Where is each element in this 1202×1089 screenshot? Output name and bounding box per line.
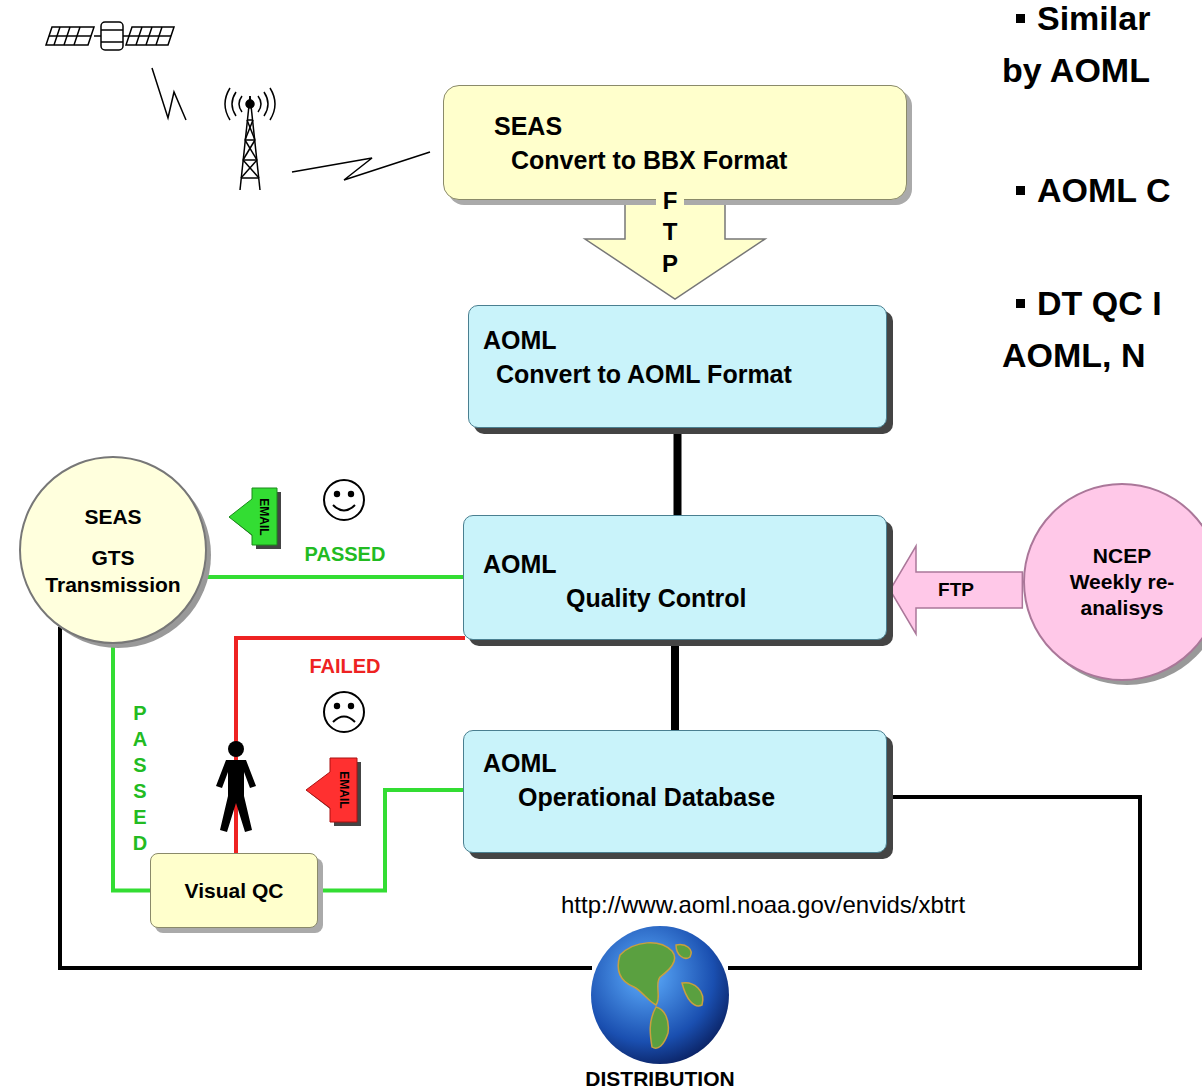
process-box: SEASConvert to BBX Format	[443, 85, 907, 200]
node-body: Quality Control	[566, 582, 886, 614]
node-body: Convert to AOML Format	[496, 358, 886, 390]
email-label: EMAIL	[337, 771, 351, 808]
bullet-note: DT QC I AOML, N	[1002, 277, 1192, 381]
edge-label: FTP	[936, 579, 976, 601]
email-arrow-green	[229, 488, 281, 549]
node-heading: AOML	[483, 548, 886, 580]
connector-line	[236, 638, 463, 853]
node-body: Convert to BBX Format	[511, 144, 906, 176]
signal-bolt	[292, 152, 430, 180]
connector-line	[671, 640, 679, 730]
node-heading: AOML	[483, 324, 886, 356]
process-box: AOMLOperational Database	[463, 730, 887, 853]
bullet-note: AOML C	[1002, 164, 1192, 216]
node-heading: DISTRIBUTION	[540, 1067, 780, 1089]
node-body: GTS Transmission	[38, 544, 188, 598]
globe-land	[676, 945, 691, 959]
email-arrow-red	[306, 758, 361, 826]
happy-face	[324, 480, 364, 520]
node-heading: SEAS	[33, 503, 193, 530]
process-box: Visual QC	[150, 853, 318, 928]
globe-land	[650, 1007, 668, 1048]
edge-label: PASSED	[128, 700, 152, 856]
email-label: EMAIL	[257, 498, 271, 535]
globe-land	[682, 983, 703, 1006]
globe-node: DISTRIBUTION	[590, 925, 730, 1065]
circle-fill	[1024, 484, 1202, 680]
connector-line	[674, 428, 682, 515]
node-heading: AOML	[483, 747, 886, 779]
process-box: AOMLConvert to AOML Format	[468, 305, 887, 428]
radio-tower	[225, 88, 275, 190]
node-body: Operational Database	[518, 781, 886, 813]
edge-label: FAILED	[307, 655, 382, 678]
block-arrow	[890, 546, 1022, 634]
signal-bolt	[152, 68, 186, 120]
process-box: AOMLQuality Control	[463, 515, 887, 640]
circle-fill	[20, 457, 206, 643]
node-heading: Visual QC	[185, 877, 284, 904]
node-heading: NCEP Weekly re-analisys	[1065, 543, 1180, 621]
node-heading: SEAS	[494, 110, 906, 142]
globe-ocean	[591, 926, 729, 1064]
edge-label: FTP	[656, 185, 684, 279]
person-icon	[216, 741, 256, 832]
satellite-icon	[46, 22, 174, 50]
circle-node: NCEP Weekly re-analisys	[1022, 482, 1202, 682]
globe-land	[618, 943, 674, 1005]
circle-node: SEAS GTS Transmission	[18, 455, 208, 645]
edge-label: PASSED	[303, 543, 388, 566]
url-label: http://www.aoml.noaa.gov/envids/xbtrt	[561, 891, 965, 919]
bullet-note: Similar by AOML	[1002, 0, 1192, 96]
globe-picture	[590, 925, 730, 1065]
connector-line	[204, 575, 463, 579]
sad-face	[324, 692, 364, 732]
